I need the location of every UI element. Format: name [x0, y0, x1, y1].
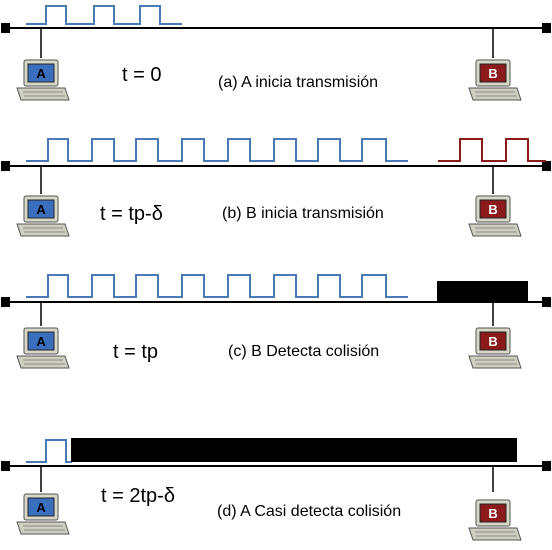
computer-icon: B: [468, 327, 522, 369]
station-b-label: B: [488, 202, 497, 217]
computer-icon: A: [16, 59, 70, 101]
panel-a: A B t = 0 (a) A inicia transmisión: [1, 5, 551, 101]
computer-icon: A: [16, 493, 70, 535]
terminator-icon: [1, 461, 10, 471]
station-b-label: B: [488, 66, 497, 81]
signal-a: [26, 138, 408, 162]
time-label: t = 2tp-δ: [101, 485, 175, 507]
collision-block: [71, 438, 517, 462]
station-b-label: B: [488, 506, 497, 521]
computer-icon: A: [16, 327, 70, 369]
station-b-label: B: [488, 334, 497, 349]
terminator-icon: [1, 161, 10, 171]
terminator-icon: [1, 23, 10, 33]
station-a-label: A: [36, 334, 46, 349]
terminator-icon: [1, 297, 10, 307]
signal-b: [438, 138, 546, 162]
caption: (c) B Detecta colisión: [228, 343, 379, 360]
caption: (b) B inicia transmisión: [222, 205, 384, 222]
time-label: t = tp: [113, 341, 158, 363]
station-a-label: A: [36, 66, 46, 81]
computer-icon: B: [468, 499, 522, 541]
panel-b: A B t = tp-δ (b) B inicia transmisión: [1, 138, 551, 237]
caption: (a) A inicia transmisión: [218, 74, 378, 91]
terminator-icon: [542, 461, 551, 471]
panel-c: A B t = tp (c) B Detecta colisión: [1, 274, 551, 369]
time-label: t = 0: [122, 64, 161, 86]
signal-a: [26, 274, 408, 298]
time-label: t = tp-δ: [100, 203, 163, 225]
panel-d: A B t = 2tp-δ (d) A Casi detecta colisió…: [1, 438, 551, 541]
computer-icon: A: [16, 195, 70, 237]
caption: (d) A Casi detecta colisión: [217, 503, 401, 520]
terminator-icon: [542, 23, 551, 33]
computer-icon: B: [468, 195, 522, 237]
station-a-label: A: [36, 202, 46, 217]
terminator-icon: [542, 297, 551, 307]
computer-icon: B: [468, 59, 522, 101]
signal-a: [26, 5, 182, 25]
terminator-icon: [542, 161, 551, 171]
signal-a: [26, 439, 72, 463]
collision-block: [437, 281, 528, 302]
station-a-label: A: [36, 500, 46, 515]
